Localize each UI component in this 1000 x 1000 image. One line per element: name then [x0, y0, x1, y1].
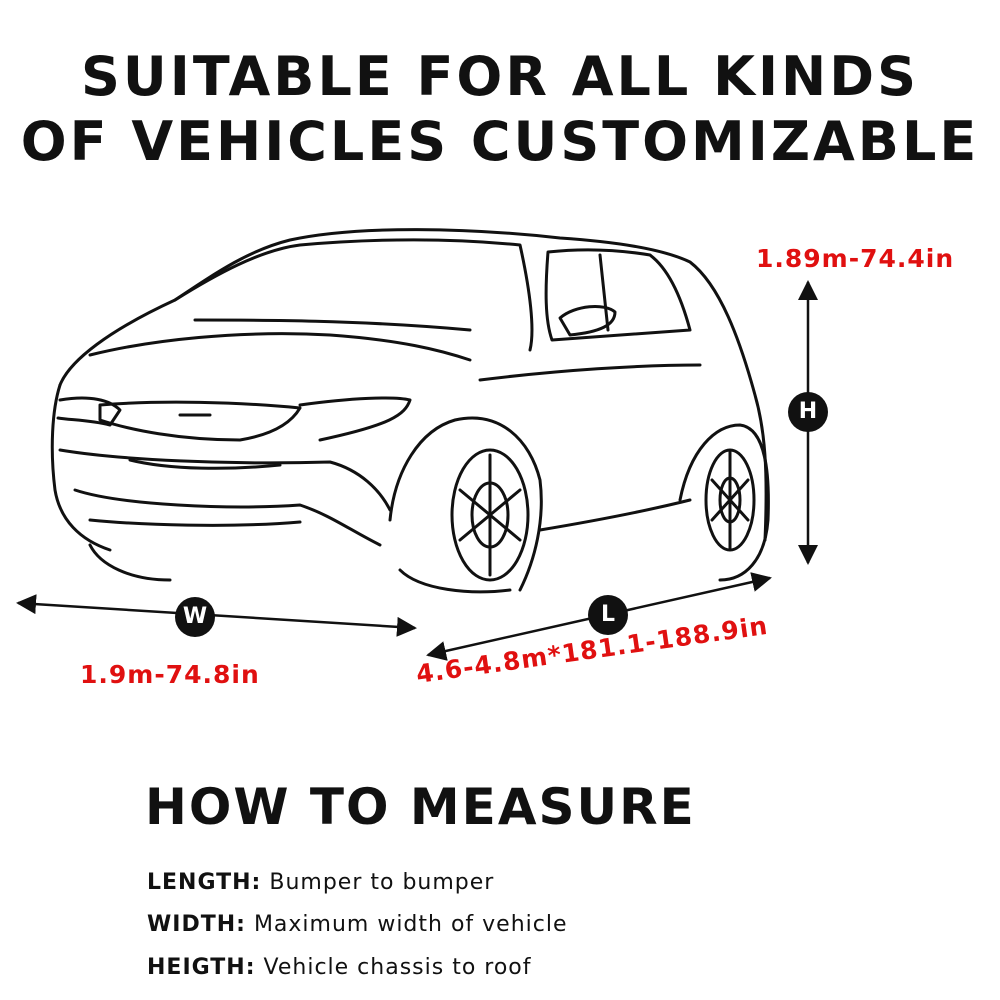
headline-line-1: SUITABLE FOR ALL KINDS: [81, 45, 919, 108]
measure-desc: Maximum width of vehicle: [253, 912, 568, 937]
width-value: 1.9m-74.8in: [80, 660, 260, 689]
measure-term: HEIGTH:: [147, 955, 256, 980]
measure-desc: Vehicle chassis to roof: [263, 955, 532, 980]
measure-desc: Bumper to bumper: [269, 870, 495, 895]
width-arrow: [16, 594, 417, 637]
how-to-measure-title: HOW TO MEASURE: [145, 778, 696, 836]
width-badge: W: [175, 597, 215, 637]
height-value: 1.89m-74.4in: [756, 244, 955, 273]
length-badge: L: [588, 595, 628, 635]
measure-row-width: WIDTH: Maximum width of vehicle: [147, 914, 568, 936]
measure-row-height: HEIGTH: Vehicle chassis to roof: [147, 957, 532, 979]
headline-line-2: OF VEHICLES CUSTOMIZABLE: [20, 110, 980, 173]
measure-term: WIDTH:: [147, 912, 246, 937]
measure-term: LENGTH:: [147, 870, 262, 895]
measure-row-length: LENGTH: Bumper to bumper: [147, 872, 494, 894]
height-badge: H: [788, 392, 828, 432]
car-outline: [50, 228, 770, 594]
